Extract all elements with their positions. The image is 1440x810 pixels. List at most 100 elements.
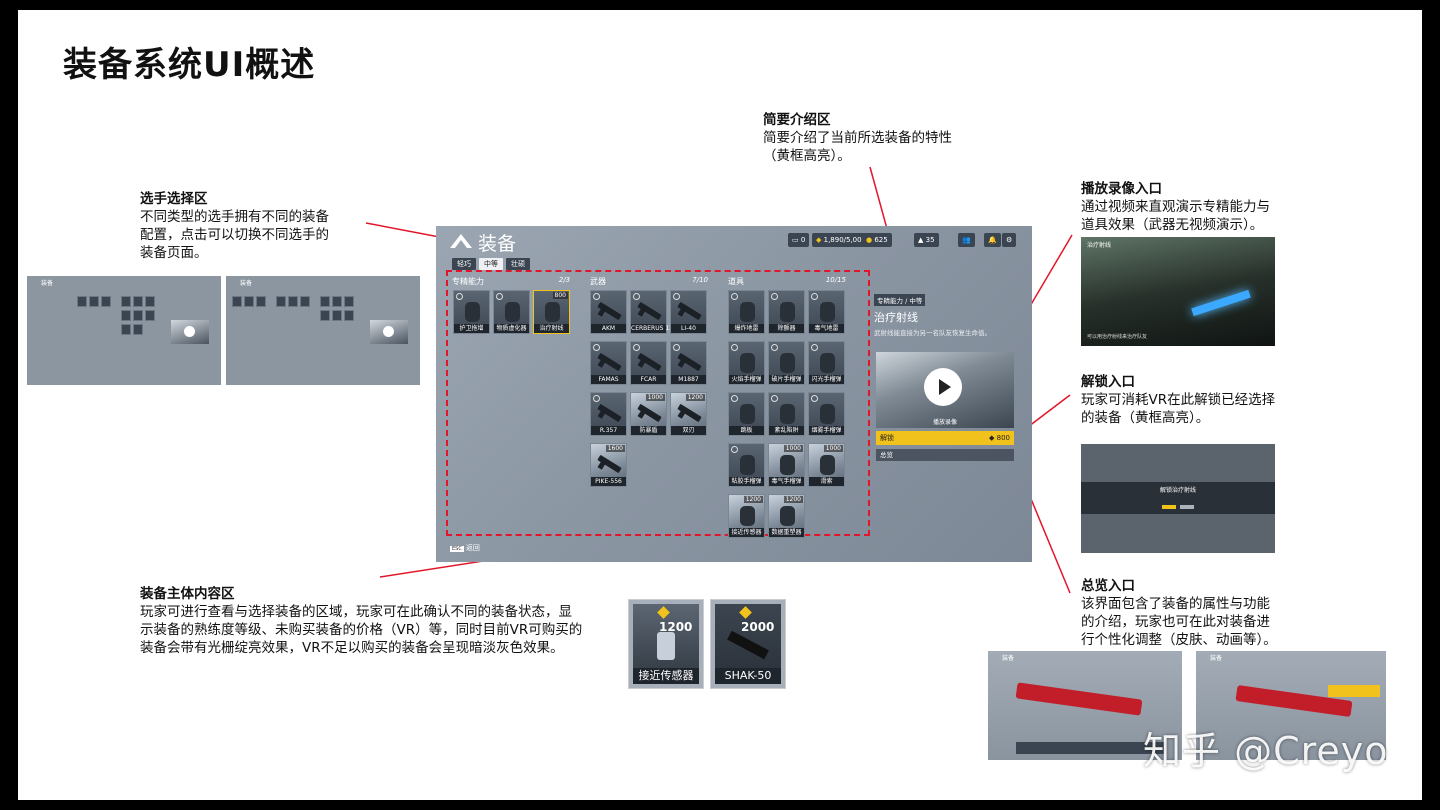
mastery-level-icon xyxy=(731,395,738,402)
tab-heavy[interactable]: 壮硕 xyxy=(506,258,530,270)
item-icon xyxy=(505,302,520,322)
annotation-overview: 总览入口 该界面包含了装备的属性与功能 的介绍，玩家也可在此对装备进 行个性化调… xyxy=(1081,578,1277,648)
vr-counter[interactable]: ◆ 1,890/5,000 xyxy=(812,233,871,247)
product-price: 1200 xyxy=(659,606,703,634)
equipment-tile[interactable]: 毒气地雷 xyxy=(808,290,845,334)
equipment-name: 物质虚化器 xyxy=(494,324,529,333)
overview-button[interactable]: 总览 xyxy=(876,449,1014,461)
weapon-icon xyxy=(677,352,702,372)
equipment-tile[interactable]: 粘胶手榴弹 xyxy=(728,443,765,487)
equipment-tile[interactable]: R.357 xyxy=(590,392,627,436)
equipment-tile[interactable]: 破片手榴弹 xyxy=(768,341,805,385)
mastery-level-icon xyxy=(633,293,640,300)
item-icon xyxy=(740,455,755,475)
equipment-name: 数据重塑器 xyxy=(769,528,804,537)
notification-button[interactable]: 🔔 xyxy=(984,233,1001,247)
unlock-button[interactable]: 解锁 ◆ 800 xyxy=(876,431,1014,445)
equipment-tile[interactable]: 除颤器 xyxy=(768,290,805,334)
overview-thumbnail-2: 装备 xyxy=(1196,651,1386,760)
equipment-name: 毒气手榴弹 xyxy=(769,477,804,486)
mastery-level-icon xyxy=(673,293,680,300)
equipment-name: 护卫拖增 xyxy=(454,324,489,333)
slide-title: 装备系统UI概述 xyxy=(63,45,316,85)
bell-icon: 🔔 xyxy=(988,236,997,244)
play-video-button[interactable]: 播放录像 xyxy=(876,352,1014,428)
item-icon xyxy=(820,455,835,475)
equipment-tile[interactable]: 跳板 xyxy=(728,392,765,436)
item-icon xyxy=(740,353,755,373)
tab-medium[interactable]: 中等 xyxy=(479,258,503,270)
equipment-tile[interactable]: FAMAS xyxy=(590,341,627,385)
equipment-tile[interactable]: 紊乱陷阱 xyxy=(768,392,805,436)
equipment-name: 火焰手榴弹 xyxy=(729,375,764,384)
friends-button[interactable]: 👥 xyxy=(958,233,975,247)
weapon-icon xyxy=(637,352,662,372)
screen-title: 装备 xyxy=(478,233,517,255)
equipment-tile[interactable]: FCAR xyxy=(630,341,667,385)
mastery-level-icon xyxy=(593,344,600,351)
equipment-name: 烟雾手榴弹 xyxy=(809,426,844,435)
equipment-tile[interactable]: 烟雾手榴弹 xyxy=(808,392,845,436)
tab-light[interactable]: 轻巧 xyxy=(452,258,476,270)
item-icon xyxy=(780,404,795,424)
equipment-screen: 装备 ▭ 0 ◆ 1,890/5,000 ● 625 ▲ 35 👥 🔔 ⚙ 轻巧… xyxy=(436,226,1032,562)
product-name: 接近传感器 xyxy=(633,668,699,684)
equipment-tile[interactable]: 火焰手榴弹 xyxy=(728,341,765,385)
vr-price: 1200 xyxy=(685,394,705,401)
video-preview-thumbnail: 治疗射线 可以用治疗射线来治疗队友 xyxy=(1081,237,1275,346)
product-name: SHAK-50 xyxy=(715,668,781,684)
equipment-tile[interactable]: AKM xyxy=(590,290,627,334)
product-card-shak50: 2000 SHAK-50 xyxy=(710,599,786,689)
equipment-name: CERBERUS 12GA xyxy=(631,324,682,333)
equipment-name: 除颤器 xyxy=(769,324,804,333)
mastery-level-icon xyxy=(673,344,680,351)
token-icon: ▭ xyxy=(792,236,801,244)
item-icon xyxy=(740,404,755,424)
coin-counter[interactable]: ● 625 xyxy=(862,233,892,247)
friends-icon: 👥 xyxy=(962,236,971,244)
mastery-level-icon xyxy=(496,293,503,300)
equipment-tile[interactable]: 爆炸地雷 xyxy=(728,290,765,334)
equipment-name: 跳板 xyxy=(729,426,764,435)
equipment-name: FAMAS xyxy=(591,375,626,384)
equipment-name: M1887 xyxy=(671,375,706,384)
equipment-name: 滑索 xyxy=(809,477,844,486)
equipment-tile[interactable]: M1887 xyxy=(670,341,707,385)
equipment-name: R.357 xyxy=(591,426,626,435)
vr-price: 1200 xyxy=(743,496,763,503)
weapon-icon xyxy=(677,403,702,423)
equipment-tile[interactable]: LI-40 xyxy=(670,290,707,334)
equipment-tile[interactable]: 物质虚化器 xyxy=(493,290,530,334)
equipment-name: AKM xyxy=(591,324,626,333)
main-content-highlight-box xyxy=(446,270,870,536)
equipment-tile[interactable]: 护卫拖增 xyxy=(453,290,490,334)
annotation-intro: 简要介绍区 简要介绍了当前所选装备的特性 （黄框高亮）。 xyxy=(763,112,952,164)
item-icon xyxy=(465,302,480,322)
overview-thumbnail-1: 装备 xyxy=(988,651,1182,760)
equipment-name: 治疗射线 xyxy=(534,324,569,333)
product-card-proximity-sensor: 1200 接近传感器 xyxy=(628,599,704,689)
mastery-level-icon xyxy=(811,293,818,300)
player-level[interactable]: ▲ 35 xyxy=(914,233,939,247)
product-price: 2000 xyxy=(741,606,785,634)
watermark: 知乎 @Creyo xyxy=(1143,729,1389,773)
token-counter[interactable]: ▭ 0 xyxy=(788,233,810,247)
settings-button[interactable]: ⚙ xyxy=(1002,233,1017,247)
gear-icon: ⚙ xyxy=(1006,236,1013,244)
equipment-tile[interactable]: CERBERUS 12GA xyxy=(630,290,682,334)
mastery-level-icon xyxy=(811,344,818,351)
equipment-tile[interactable]: 闪光手榴弹 xyxy=(808,341,845,385)
item-icon xyxy=(780,353,795,373)
coin-icon: ● xyxy=(866,236,875,244)
